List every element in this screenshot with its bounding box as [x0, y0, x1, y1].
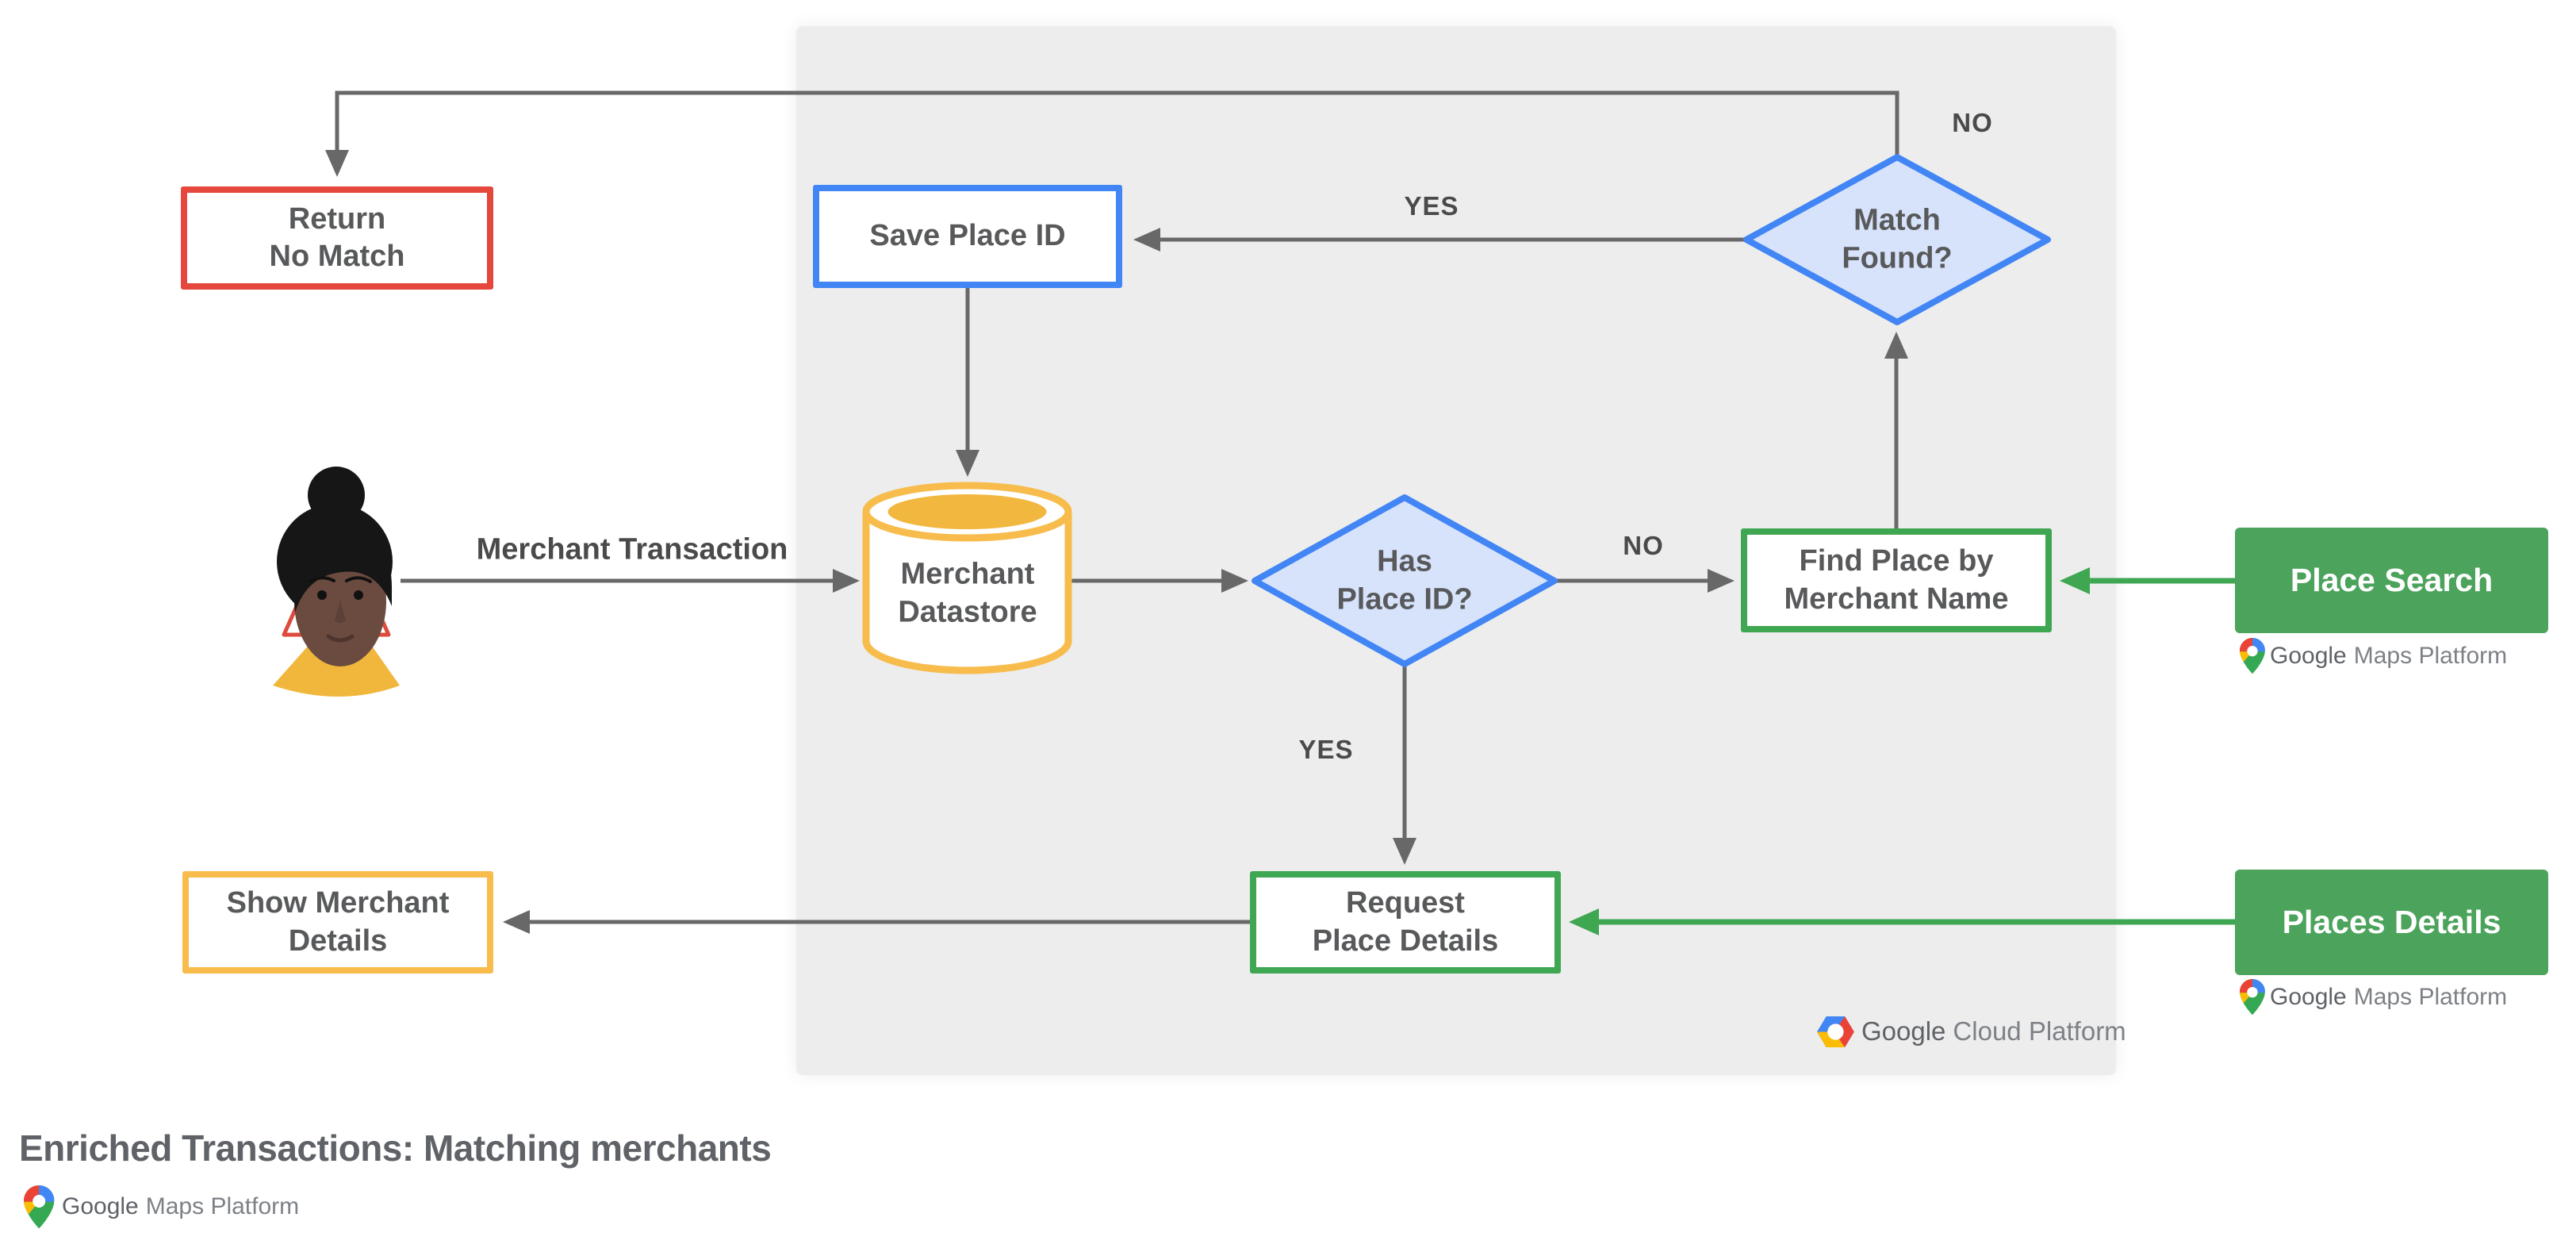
has-place-id-no-label: NO — [1623, 531, 1664, 560]
match-found-yes-label: YES — [1404, 191, 1459, 221]
logo-text: Maps Platform — [2353, 643, 2508, 669]
node-return-no-match: Return No Match — [181, 186, 493, 290]
node-label: Find Place by Merchant Name — [1784, 544, 2009, 616]
node-label: Return No Match — [269, 202, 405, 274]
node-show-merchant-details: Show Merchant Details — [182, 871, 493, 974]
api-place-search: Place Search — [2235, 528, 2548, 633]
has-place-id-yes-label: YES — [1298, 735, 1354, 764]
gcp-logo: Google Cloud Platform — [1861, 1016, 2126, 1047]
user-avatar — [273, 467, 400, 697]
node-label: Request Place Details — [1312, 886, 1499, 958]
api-label: Place Search — [2290, 562, 2494, 598]
merchant-datastore-cylinder — [862, 482, 1072, 674]
edge-matchfound-no-to-return — [325, 90, 1899, 177]
node-request-place-details: Request Place Details — [1250, 871, 1561, 974]
logo-text: Maps Platform — [145, 1193, 300, 1219]
logo-text: Cloud Platform — [1953, 1016, 2126, 1046]
logo-text: Maps Platform — [2353, 984, 2508, 1010]
has-place-id-label: Has Place ID? — [1336, 544, 1473, 616]
node-find-place-by-merchant-name: Find Place by Merchant Name — [1741, 528, 2052, 632]
logo-text: Google — [1861, 1016, 1946, 1046]
maps-pin-icon — [2240, 638, 2265, 674]
api-places-details: Places Details — [2235, 870, 2548, 975]
maps-pin-icon — [24, 1185, 54, 1228]
api-label: Places Details — [2282, 904, 2501, 940]
gmp-logo-footer: Google Maps Platform — [62, 1193, 299, 1220]
logo-text: Google — [2270, 984, 2347, 1010]
merchant-transaction-label: Merchant Transaction — [476, 532, 788, 566]
logo-text: Google — [62, 1193, 139, 1219]
match-found-label: Match Found? — [1842, 203, 1953, 275]
merchant-datastore-label: Merchant Datastore — [898, 557, 1037, 629]
gcp-hexagon-icon — [1817, 1016, 1854, 1047]
diagram-title: Enriched Transactions: Matching merchant… — [19, 1127, 772, 1169]
match-found-no-label: NO — [1952, 108, 1993, 137]
maps-pin-icon — [2240, 979, 2265, 1015]
has-place-id-diamond — [1252, 494, 1558, 667]
gmp-logo-places-details: Google Maps Platform — [2270, 984, 2507, 1011]
gmp-logo-place-search: Google Maps Platform — [2270, 643, 2507, 670]
node-label: Show Merchant Details — [226, 886, 450, 958]
node-label: Save Place ID — [869, 219, 1066, 253]
node-save-place-id: Save Place ID — [813, 185, 1122, 288]
match-found-diamond — [1743, 154, 2051, 325]
logo-text: Google — [2270, 643, 2347, 669]
